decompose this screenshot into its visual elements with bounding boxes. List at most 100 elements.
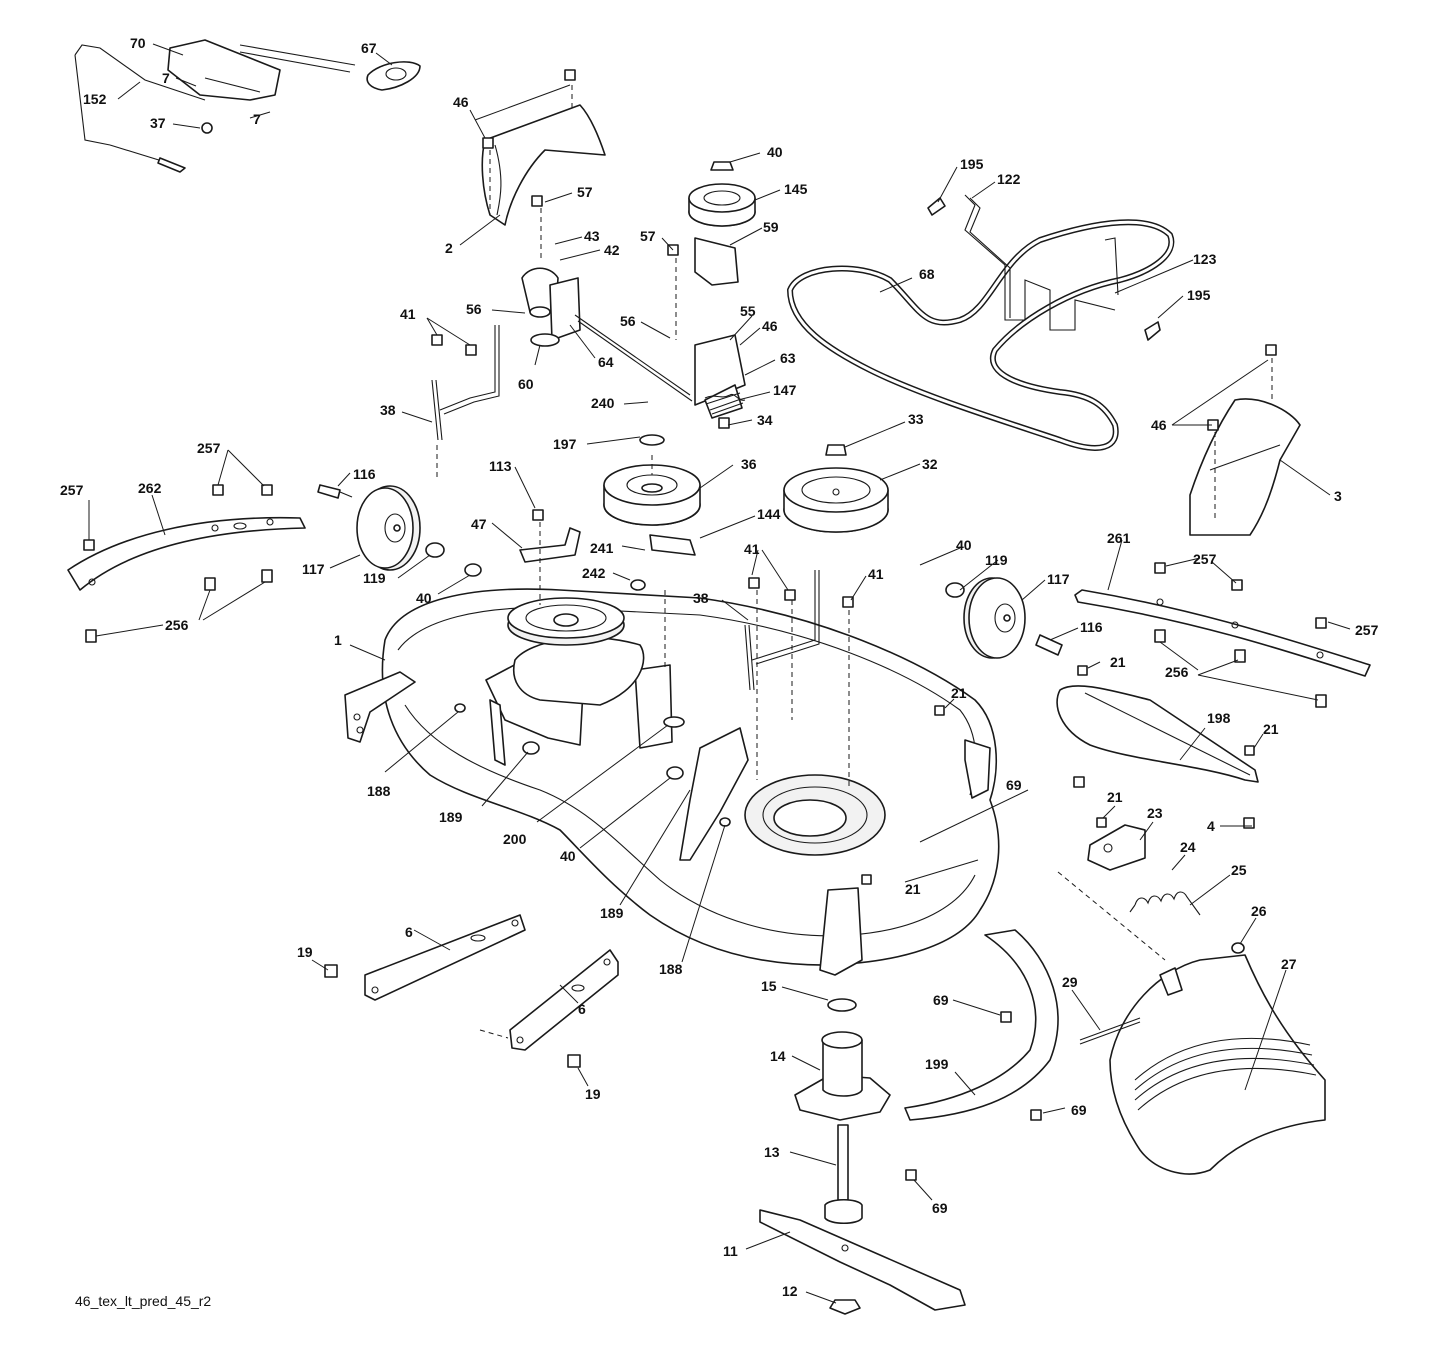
callout-25: 25	[1231, 862, 1247, 878]
alignment-lines	[479, 85, 1273, 1039]
callout-188: 188	[367, 783, 391, 799]
callout-63: 63	[780, 350, 796, 366]
callout-33: 33	[908, 411, 924, 427]
wheel-117-left	[317, 484, 445, 571]
callout-7: 7	[253, 111, 261, 127]
spindle-housing-14	[794, 998, 891, 1121]
callout-60: 60	[518, 376, 534, 392]
callout-21: 21	[1110, 654, 1126, 670]
pulley-36	[603, 434, 701, 526]
idler-arm-assembly	[521, 267, 746, 419]
callout-labels: 70 67 7 152 37 7 46 2 57 43 42 40 145 57…	[60, 35, 1379, 1299]
callout-144: 144	[757, 506, 781, 522]
idler-pulley-145	[688, 161, 756, 286]
skirt-199	[904, 929, 1059, 1121]
callout-122: 122	[997, 171, 1021, 187]
callout-12: 12	[782, 1283, 798, 1299]
drawing-id-caption: 46_tex_lt_pred_45_r2	[75, 1293, 211, 1309]
callout-256: 256	[165, 617, 189, 633]
callout-56: 56	[620, 313, 636, 329]
callout-46: 46	[1151, 417, 1167, 433]
callout-69: 69	[932, 1200, 948, 1216]
belt-guard-right	[1189, 398, 1301, 536]
callout-43: 43	[584, 228, 600, 244]
spring-25	[1129, 891, 1201, 916]
callout-59: 59	[763, 219, 779, 235]
callout-40: 40	[767, 144, 783, 160]
callout-6: 6	[578, 1001, 586, 1017]
callout-21: 21	[1107, 789, 1123, 805]
pulley-32	[783, 444, 889, 533]
callout-123: 123	[1193, 251, 1217, 267]
callout-37: 37	[150, 115, 166, 131]
callout-119: 119	[363, 570, 386, 586]
drive-belt	[787, 219, 1175, 451]
callout-70: 70	[130, 35, 146, 51]
rod-38-right	[744, 570, 820, 691]
bracket-144	[649, 534, 696, 556]
lift-bracket-6-upper	[364, 914, 526, 1001]
callout-13: 13	[764, 1144, 780, 1160]
callout-189: 189	[439, 809, 463, 825]
hardware	[83, 69, 1327, 1181]
callout-117: 117	[302, 561, 325, 577]
callout-26: 26	[1251, 903, 1267, 919]
callout-27: 27	[1281, 956, 1297, 972]
callout-262: 262	[138, 480, 162, 496]
callout-2: 2	[445, 240, 453, 256]
callout-40: 40	[956, 537, 972, 553]
callout-257: 257	[197, 440, 221, 456]
belt-guard-left	[481, 104, 606, 226]
callout-1: 1	[334, 632, 342, 648]
callout-21: 21	[905, 881, 921, 897]
callout-46: 46	[762, 318, 778, 334]
callout-69: 69	[1006, 777, 1022, 793]
callout-116: 116	[353, 466, 376, 482]
callout-241: 241	[590, 540, 614, 556]
callout-197: 197	[553, 436, 577, 452]
callout-21: 21	[951, 685, 967, 701]
callout-15: 15	[761, 978, 777, 994]
callout-188: 188	[659, 961, 683, 977]
callout-195: 195	[960, 156, 984, 172]
callout-69: 69	[1071, 1102, 1087, 1118]
blade-11	[759, 1209, 966, 1311]
callout-36: 36	[741, 456, 757, 472]
engagement-linkage	[74, 39, 421, 173]
discharge-chute	[1109, 954, 1326, 1175]
callout-117: 117	[1047, 571, 1070, 587]
callout-56: 56	[466, 301, 482, 317]
callout-145: 145	[784, 181, 808, 197]
callout-199: 199	[925, 1056, 949, 1072]
callout-47: 47	[471, 516, 487, 532]
callout-23: 23	[1147, 805, 1163, 821]
callout-41: 41	[400, 306, 416, 322]
callout-119: 119	[985, 552, 1008, 568]
callout-189: 189	[600, 905, 624, 921]
anti-scalp-bar-left	[67, 516, 306, 591]
callout-240: 240	[591, 395, 615, 411]
callout-40: 40	[560, 848, 576, 864]
callout-242: 242	[582, 565, 606, 581]
callout-42: 42	[604, 242, 620, 258]
callout-67: 67	[361, 40, 377, 56]
callout-40: 40	[416, 590, 432, 606]
callout-38: 38	[380, 402, 396, 418]
callout-41: 41	[868, 566, 884, 582]
callout-64: 64	[598, 354, 614, 370]
belt-keeper-rod	[964, 194, 1119, 331]
spindle-shaft-13	[824, 1124, 863, 1225]
callout-198: 198	[1207, 710, 1231, 726]
lift-bracket-6-lower	[509, 949, 619, 1051]
bracket-47	[519, 527, 581, 563]
baffle-198	[1056, 685, 1259, 783]
callout-38: 38	[693, 590, 709, 606]
callout-14: 14	[770, 1048, 786, 1064]
callout-257: 257	[1193, 551, 1217, 567]
bracket-23	[1087, 824, 1146, 871]
mower-deck	[344, 588, 1000, 976]
callout-195: 195	[1187, 287, 1211, 303]
callout-7: 7	[162, 70, 170, 86]
